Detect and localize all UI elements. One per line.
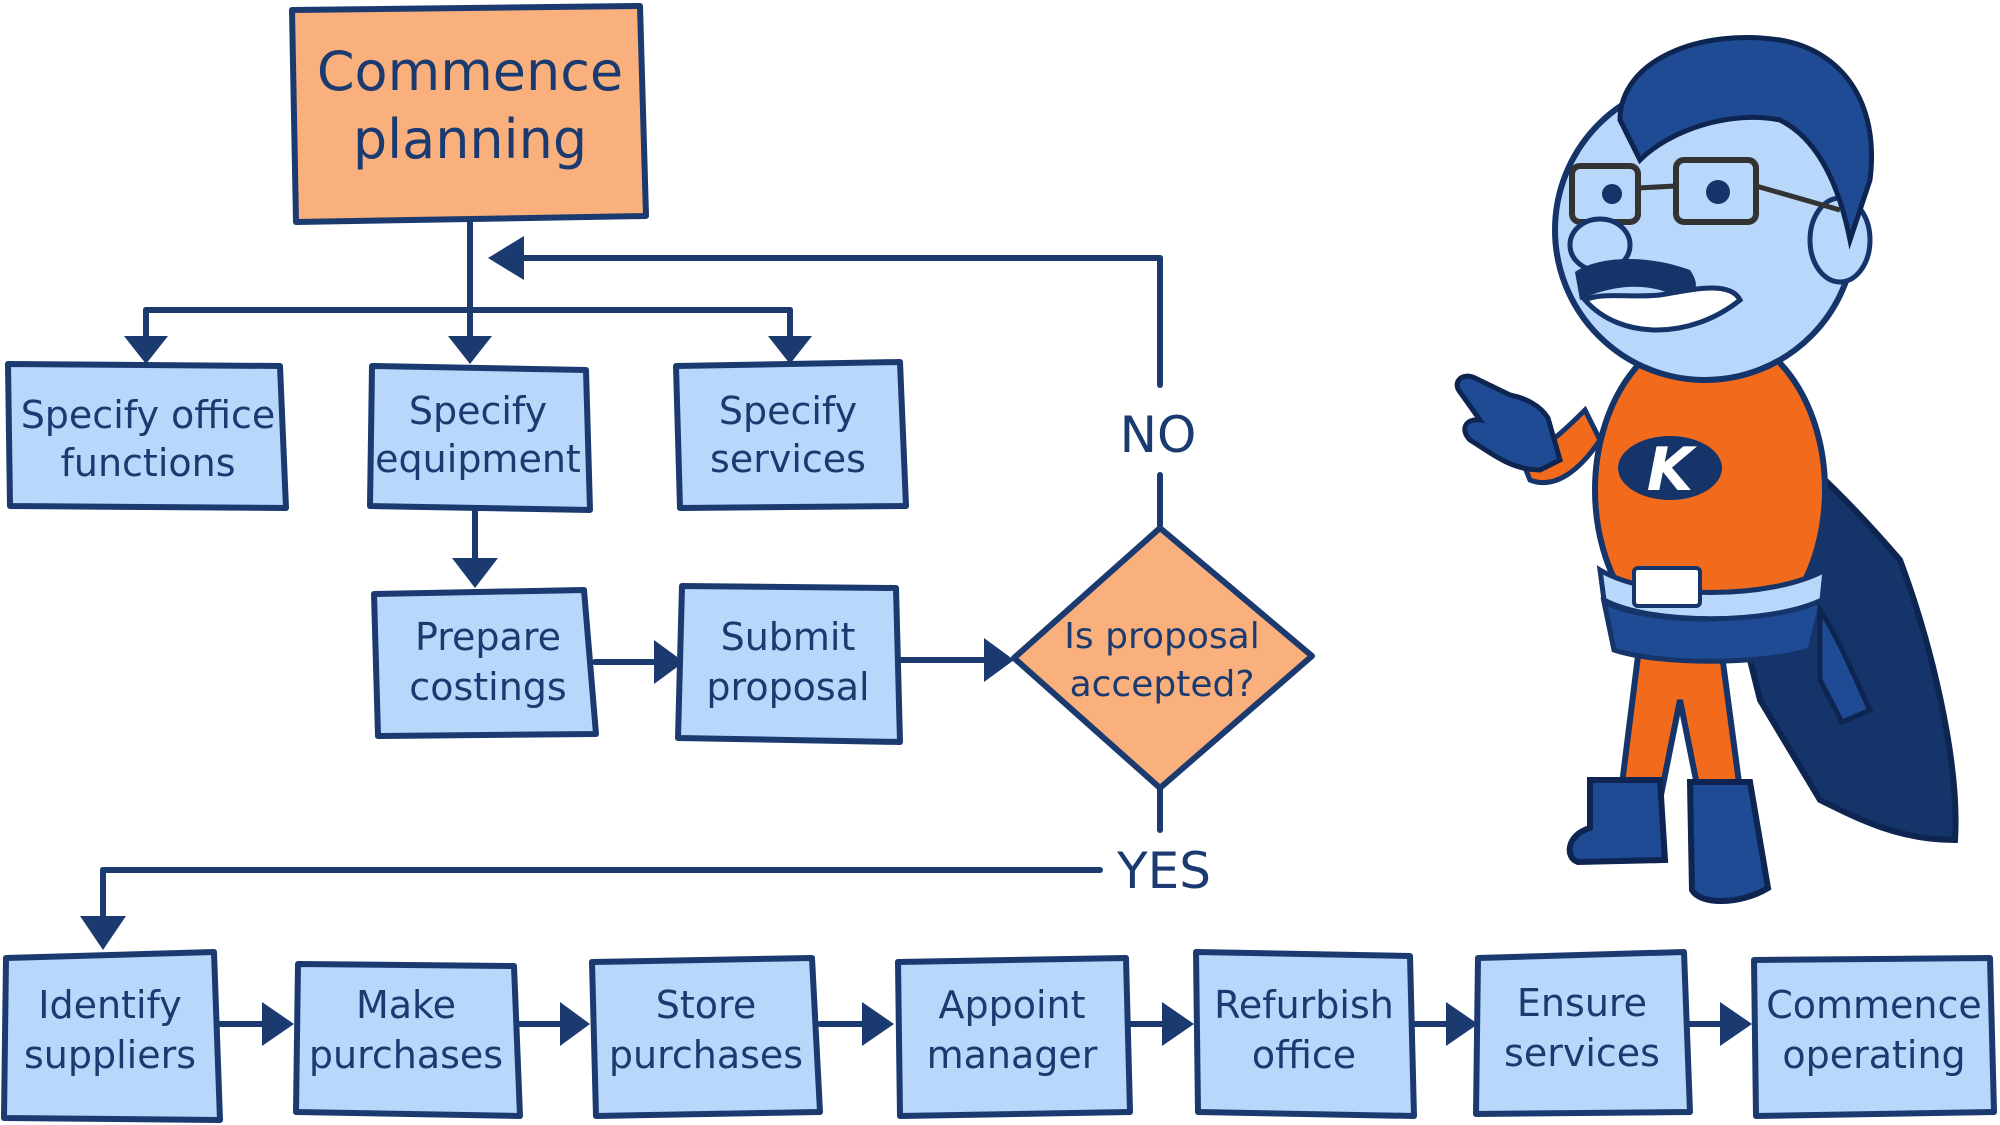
node-refurbish-office-line2: office bbox=[1252, 1033, 1356, 1077]
node-prepare-costings-line1: Prepare bbox=[415, 615, 561, 659]
mascot-right-glove bbox=[1817, 601, 1874, 726]
node-ensure-services-line1: Ensure bbox=[1517, 981, 1647, 1025]
node-commence-operating-line1: Commence bbox=[1766, 983, 1982, 1027]
mascot-belt-buckle bbox=[1632, 566, 1702, 608]
node-specify-office-functions: Specify office functions bbox=[5, 361, 289, 511]
label-no: NO bbox=[1120, 406, 1197, 464]
node-submit-proposal-line1: Submit bbox=[721, 615, 856, 659]
mascot-emblem-letter: K bbox=[1647, 435, 1698, 505]
mascot-hair bbox=[1617, 35, 1874, 250]
node-specify-services-line1: Specify bbox=[719, 389, 857, 433]
node-make-purchases-line1: Make bbox=[356, 983, 456, 1027]
node-commence-operating: Commence operating bbox=[1751, 955, 1997, 1119]
node-refurbish-office-line1: Refurbish bbox=[1214, 983, 1394, 1027]
mascot-glasses-right bbox=[1673, 157, 1759, 225]
node-store-purchases-line1: Store bbox=[656, 983, 756, 1027]
node-specify-services: Specify services bbox=[673, 359, 909, 511]
superhero-mascot-icon: K bbox=[1454, 35, 1959, 904]
node-refurbish-office: Refurbish office bbox=[1193, 949, 1417, 1119]
mascot-briefs bbox=[1600, 595, 1826, 664]
node-prepare-costings-line2: costings bbox=[409, 665, 566, 709]
node-decision-proposal-accepted: Is proposal accepted? bbox=[1011, 525, 1315, 791]
node-ensure-services-line2: services bbox=[1504, 1031, 1660, 1075]
node-prepare-costings: Prepare costings bbox=[371, 587, 599, 739]
node-appoint-manager: Appoint manager bbox=[895, 955, 1133, 1119]
node-store-purchases-line2: purchases bbox=[609, 1033, 803, 1077]
node-specify-services-line2: services bbox=[710, 437, 866, 481]
mascot-left-eye bbox=[1602, 184, 1622, 204]
mascot-smile bbox=[1581, 285, 1744, 333]
mascot-right-boot bbox=[1686, 779, 1772, 904]
node-specify-office-functions-line1: Specify office bbox=[21, 393, 276, 437]
mascot-left-boot bbox=[1566, 777, 1669, 866]
node-commence-planning: Commence planning bbox=[289, 3, 649, 225]
node-identify-suppliers-line2: suppliers bbox=[24, 1033, 196, 1077]
node-specify-equipment: Specify equipment bbox=[367, 363, 593, 513]
node-identify-suppliers: Identify suppliers bbox=[1, 949, 223, 1123]
node-commence-operating-line2: operating bbox=[1782, 1033, 1965, 1077]
mascot-legs bbox=[1616, 637, 1744, 804]
mascot-glasses-arm bbox=[1755, 183, 1841, 213]
node-decision-line1: Is proposal bbox=[1064, 616, 1259, 657]
mascot-glasses-bridge bbox=[1637, 183, 1677, 191]
node-store-purchases: Store purchases bbox=[589, 955, 823, 1119]
node-submit-proposal: Submit proposal bbox=[675, 583, 903, 745]
node-submit-proposal-line2: proposal bbox=[706, 665, 869, 709]
node-ensure-services: Ensure services bbox=[1473, 949, 1693, 1117]
label-yes: YES bbox=[1116, 842, 1211, 900]
mascot-emblem bbox=[1618, 436, 1722, 500]
node-appoint-manager-line1: Appoint bbox=[938, 983, 1085, 1027]
node-commence-planning-line1: Commence bbox=[317, 40, 623, 103]
connectors bbox=[80, 217, 1752, 1046]
mascot-moustache bbox=[1575, 258, 1696, 300]
node-appoint-manager-line2: manager bbox=[927, 1033, 1098, 1077]
node-make-purchases-line2: purchases bbox=[309, 1033, 503, 1077]
node-decision-line2: accepted? bbox=[1070, 664, 1255, 705]
node-identify-suppliers-line1: Identify bbox=[38, 983, 181, 1027]
node-make-purchases: Make purchases bbox=[293, 961, 523, 1119]
node-commence-planning-line2: planning bbox=[353, 108, 587, 171]
mascot-right-eye bbox=[1706, 180, 1730, 204]
node-specify-office-functions-line2: functions bbox=[60, 441, 235, 485]
node-specify-equipment-line1: Specify bbox=[409, 389, 547, 433]
mascot-pointing-glove bbox=[1454, 373, 1563, 473]
node-specify-equipment-line2: equipment bbox=[375, 437, 581, 481]
